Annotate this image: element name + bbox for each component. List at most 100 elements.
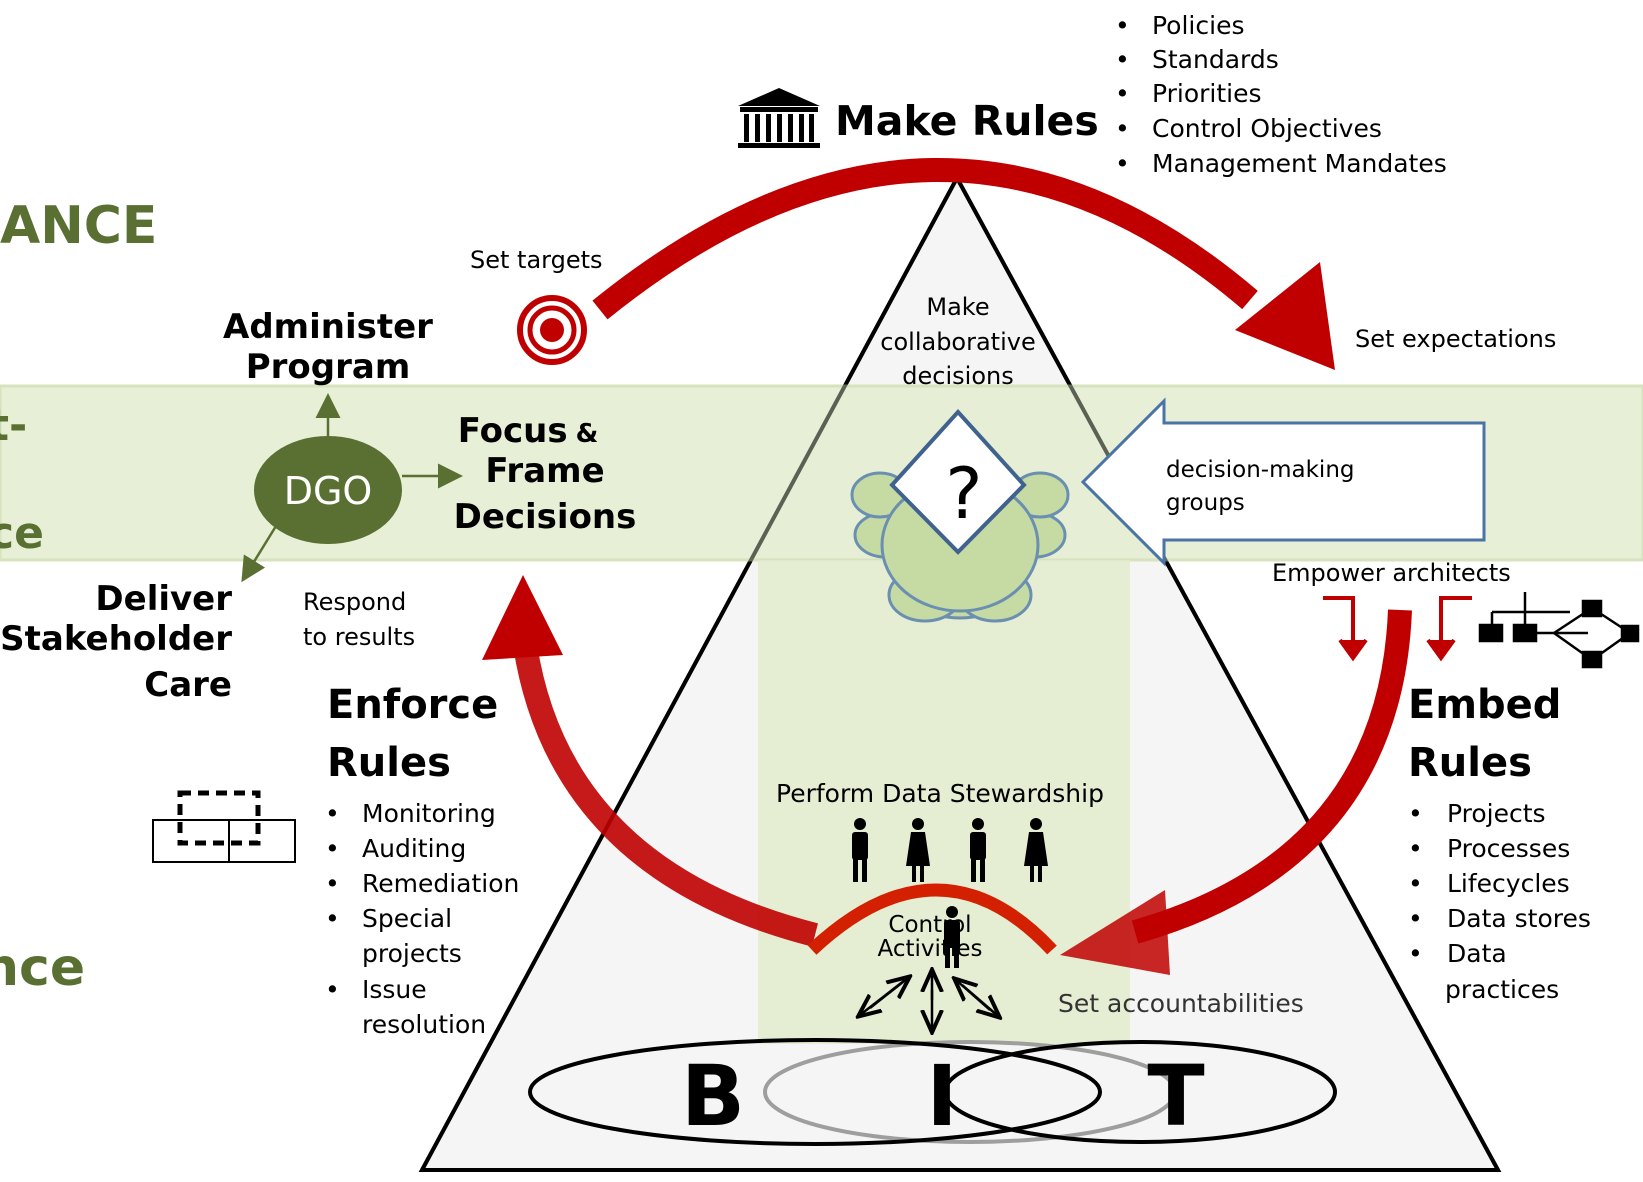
- svg-text:Control: Control: [888, 912, 971, 938]
- set-targets-label: Set targets: [470, 246, 603, 274]
- right-red-arc: [1131, 609, 1412, 944]
- svg-text:Respond: Respond: [303, 588, 406, 616]
- svg-text:•: •: [325, 799, 340, 828]
- svg-text:Monitoring: Monitoring: [362, 799, 496, 828]
- ellipse-t: [943, 1040, 1337, 1144]
- hierarchy-icon: [1478, 592, 1640, 669]
- letter-i: I: [926, 1047, 957, 1145]
- set-accountabilities-label: Set accountabilities: [1058, 989, 1304, 1018]
- bullet-standards: Standards: [1152, 45, 1279, 74]
- embed-rules-title: Embed Rules: [1408, 682, 1561, 786]
- svg-text:•: •: [1408, 834, 1423, 863]
- svg-text:Stakeholder: Stakeholder: [0, 619, 232, 659]
- svg-text:decision-making: decision-making: [1166, 457, 1355, 483]
- svg-text:•: •: [1115, 79, 1130, 108]
- svg-text:•: •: [325, 975, 340, 1004]
- left-cut-text-2: t-: [0, 400, 27, 451]
- bullet-priorities: Priorities: [1152, 79, 1262, 108]
- left-arc-arrowhead: [482, 575, 563, 660]
- ellipse-b: [528, 1038, 1102, 1146]
- svg-text:Make: Make: [926, 293, 989, 321]
- focus-frame-decisions: Focus& Frame Decisions: [454, 411, 637, 537]
- boxes-icon: [152, 790, 296, 863]
- perform-stewardship-label: Perform Data Stewardship: [776, 779, 1104, 808]
- letter-t: T: [1147, 1047, 1204, 1145]
- administer-program: Administer Program: [223, 307, 433, 387]
- set-expectations-label: Set expectations: [1355, 325, 1556, 353]
- left-cut-text-3: ce: [0, 508, 44, 559]
- question-diamond: [889, 409, 1027, 555]
- svg-text:Focus&: Focus&: [458, 411, 599, 451]
- distribution-arrows: [860, 972, 998, 1030]
- left-red-arc: [513, 643, 818, 947]
- svg-text:practices: practices: [1445, 975, 1559, 1004]
- enforce-rules-bullets: • Monitoring • Auditing • Remediation • Spec…: [325, 799, 519, 1039]
- left-cut-text-1: ANCE: [0, 196, 157, 256]
- dgo-node: [254, 436, 402, 544]
- svg-text:collaborative: collaborative: [880, 328, 1035, 356]
- svg-text:Program: Program: [246, 347, 411, 387]
- make-rules-title: Make Rules: [835, 97, 1099, 145]
- decision-groups-label: decision-making groups: [1166, 457, 1355, 516]
- bullet-policies: Policies: [1152, 11, 1244, 40]
- control-person-icon: [944, 906, 960, 968]
- respond-to-results: Respond to results: [303, 588, 415, 651]
- control-arc: [807, 883, 1057, 955]
- svg-text:•: •: [1115, 11, 1130, 40]
- question-mark: ?: [945, 453, 982, 535]
- letter-b: B: [681, 1047, 745, 1145]
- svg-text:Deliver: Deliver: [95, 579, 232, 619]
- svg-text:Lifecycles: Lifecycles: [1447, 869, 1570, 898]
- svg-text:•: •: [1408, 869, 1423, 898]
- svg-text:Rules: Rules: [327, 740, 451, 786]
- control-activities-label: Control Activities: [878, 912, 983, 962]
- deliver-stakeholder-care: Deliver Stakeholder Care: [0, 579, 232, 705]
- make-collaborative-decisions: Make collaborative decisions: [880, 293, 1035, 390]
- svg-text:Enforce: Enforce: [327, 682, 498, 728]
- svg-text:resolution: resolution: [362, 1010, 486, 1039]
- svg-text:Auditing: Auditing: [362, 834, 466, 863]
- svg-text:Issue: Issue: [362, 975, 427, 1004]
- svg-text:Activities: Activities: [878, 936, 983, 962]
- make-rules-bullets: • Policies • Standards • Priorities • Contro…: [1115, 11, 1447, 178]
- target-icon: [517, 295, 587, 365]
- svg-text:•: •: [325, 904, 340, 933]
- right-arc-arrowhead: [1060, 890, 1170, 975]
- svg-text:Special: Special: [362, 904, 452, 933]
- decision-groups-callout: [1080, 397, 1486, 567]
- svg-text:decisions: decisions: [902, 362, 1013, 390]
- ellipse-i: [763, 1040, 1177, 1144]
- svg-text:groups: groups: [1166, 490, 1245, 516]
- stewardship-column: [758, 560, 1130, 1044]
- svg-text:Data: Data: [1447, 939, 1507, 968]
- svg-text:Remediation: Remediation: [362, 869, 519, 898]
- empower-architects-label: Empower architects: [1272, 559, 1511, 587]
- top-arc-arrowhead: [1235, 262, 1335, 370]
- left-cut-text-4: nce: [0, 938, 85, 998]
- svg-text:•: •: [1115, 45, 1130, 74]
- svg-text:Care: Care: [144, 665, 232, 705]
- embed-rules-bullets: •Projects •Processes •Lifecycles •Data s…: [1408, 799, 1591, 1004]
- svg-text:Embed: Embed: [1408, 682, 1561, 728]
- svg-text:Processes: Processes: [1447, 834, 1570, 863]
- svg-text:•: •: [1408, 904, 1423, 933]
- bank-icon: [738, 88, 820, 148]
- svg-text:•: •: [1115, 114, 1130, 143]
- people-icon: [852, 818, 1048, 882]
- svg-text:Rules: Rules: [1408, 740, 1532, 786]
- bullet-control-objectives: Control Objectives: [1152, 114, 1382, 143]
- svg-text:•: •: [325, 834, 340, 863]
- svg-text:Decisions: Decisions: [454, 497, 637, 537]
- svg-text:Data stores: Data stores: [1447, 904, 1591, 933]
- svg-text:•: •: [1408, 799, 1423, 828]
- svg-text:•: •: [1115, 149, 1130, 178]
- top-red-arc: [592, 158, 1258, 320]
- svg-text:projects: projects: [362, 939, 462, 968]
- svg-text:Frame: Frame: [485, 451, 604, 491]
- svg-text:Administer: Administer: [223, 307, 433, 347]
- svg-text:to results: to results: [303, 623, 415, 651]
- red-step-arrows: [1323, 596, 1472, 662]
- svg-text:•: •: [1408, 939, 1423, 968]
